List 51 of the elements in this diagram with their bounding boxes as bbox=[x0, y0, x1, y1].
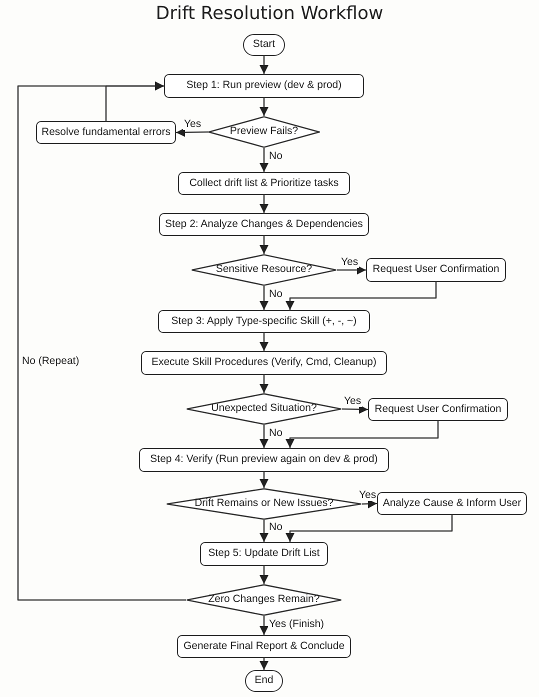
arrow bbox=[259, 333, 269, 351]
process-box: Analyze Cause & Inform User bbox=[377, 492, 527, 515]
arrow bbox=[259, 616, 269, 635]
arrow bbox=[17, 81, 186, 601]
arrow bbox=[285, 515, 453, 542]
edge-label: Yes bbox=[343, 395, 362, 408]
arrow bbox=[259, 56, 269, 74]
arrow bbox=[259, 148, 269, 172]
edge-label: Yes bbox=[340, 256, 360, 268]
arrow bbox=[259, 658, 269, 670]
arrow bbox=[259, 566, 269, 584]
arrow bbox=[285, 282, 437, 310]
edge-label: Yes bbox=[358, 489, 378, 502]
edge-label: No bbox=[268, 521, 284, 534]
edge-label: No bbox=[268, 427, 284, 440]
decision-diamond: Preview Fails? bbox=[208, 116, 320, 148]
arrow bbox=[259, 520, 269, 542]
process-box: Step 3: Apply Type-specific Skill (+, -, ~) bbox=[158, 310, 370, 333]
edge-label: Yes (Finish) bbox=[268, 618, 326, 630]
process-box: Step 4: Verify (Run preview again on dev & prod) bbox=[139, 448, 389, 472]
arrow bbox=[259, 286, 269, 310]
decision-diamond: Zero Changes Remain? bbox=[186, 584, 342, 616]
process-box: Step 1: Run preview (dev & prod) bbox=[164, 74, 364, 98]
terminal-pill: Start bbox=[243, 34, 285, 56]
arrow bbox=[259, 236, 269, 254]
process-box: Collect drift list & Prioritize tasks bbox=[178, 172, 350, 195]
process-box: Execute Skill Procedures (Verify, Cmd, Cleanup) bbox=[141, 351, 387, 375]
arrow bbox=[342, 404, 368, 414]
terminal-pill: End bbox=[245, 670, 283, 692]
process-box: Step 2: Analyze Changes & Dependencies bbox=[159, 213, 369, 236]
arrow bbox=[337, 265, 366, 275]
arrow bbox=[259, 425, 269, 448]
process-box: Step 5: Update Drift List bbox=[200, 542, 328, 566]
edge-label: No (Repeat) bbox=[21, 355, 80, 368]
process-box: Request User Confirmation bbox=[366, 258, 506, 282]
process-box: Generate Final Report & Conclude bbox=[177, 635, 351, 658]
arrow bbox=[362, 499, 378, 508]
decision-diamond: Sensitive Resource? bbox=[191, 254, 337, 286]
diagram-title: Drift Resolution Workflow bbox=[154, 3, 384, 24]
process-box: Request User Confirmation bbox=[368, 398, 508, 421]
process-box: Resolve fundamental errors bbox=[36, 121, 176, 144]
arrow bbox=[259, 375, 269, 393]
edge-label: No bbox=[268, 150, 284, 162]
edge-label: No bbox=[268, 288, 284, 300]
arrow bbox=[285, 421, 439, 448]
arrow bbox=[259, 472, 269, 488]
arrow bbox=[259, 98, 269, 116]
arrow bbox=[176, 128, 208, 137]
edge-label: Yes bbox=[183, 118, 202, 130]
arrow bbox=[259, 195, 269, 213]
decision-diamond: Unexpected Situation? bbox=[186, 393, 342, 425]
